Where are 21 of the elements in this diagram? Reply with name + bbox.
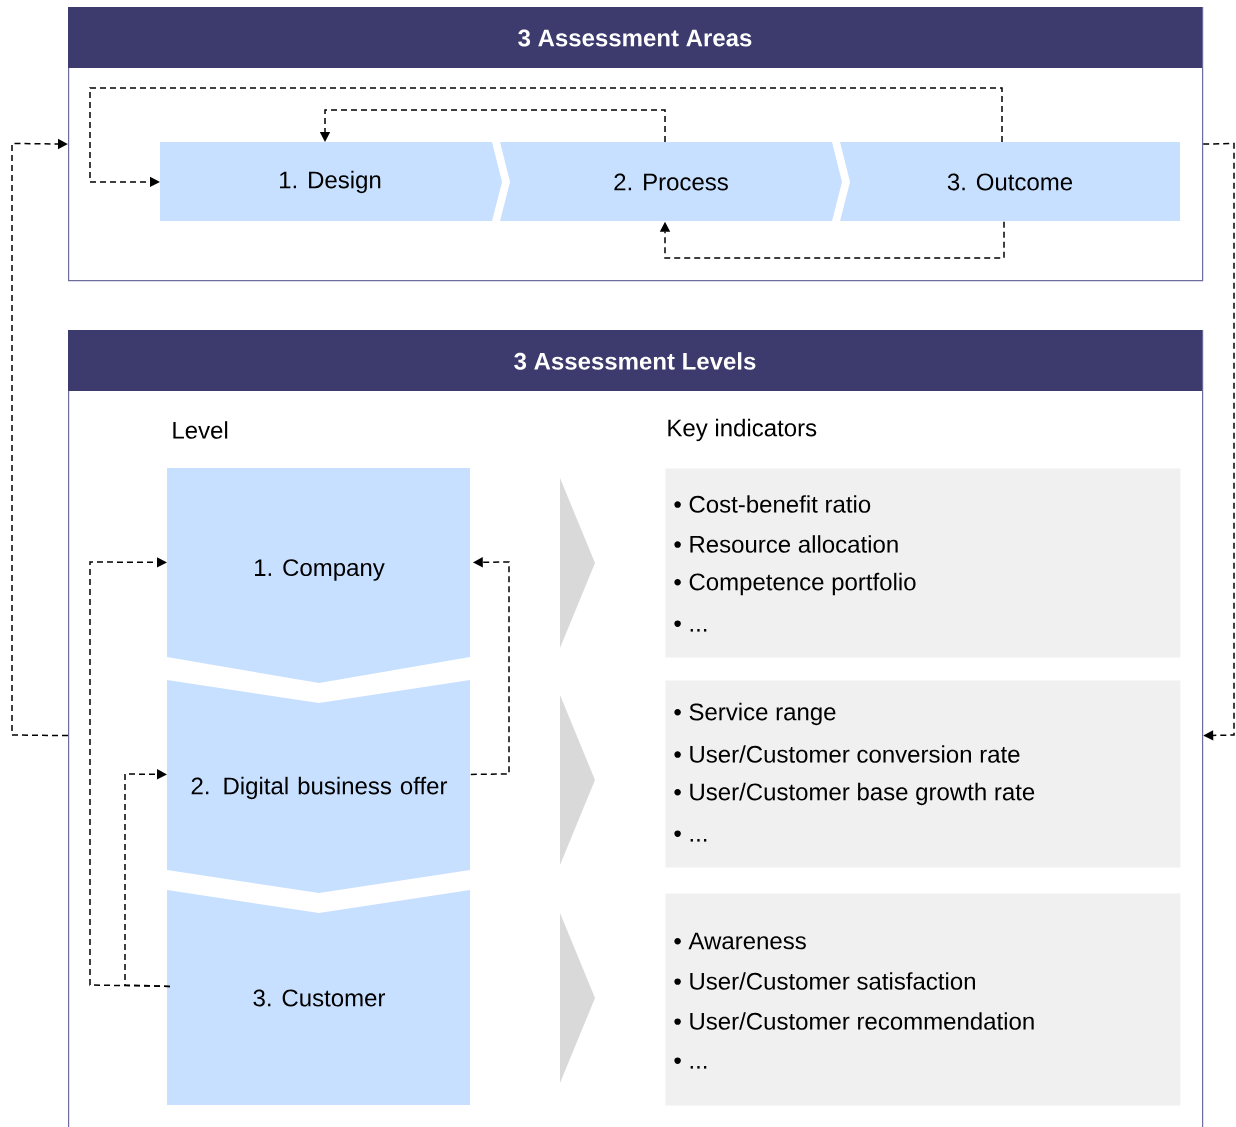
column-heading: Key indicators	[668, 418, 817, 442]
header-bar: 3 Assessment Areas	[68, 7, 1202, 68]
dashed-arrow	[11, 138, 69, 737]
bullet-item: • Competence portfolio	[674, 572, 916, 596]
header-bar: 3 Assessment Levels	[68, 330, 1202, 391]
bullet-item: • ...	[674, 1057, 707, 1069]
bullet-item: • Cost-benefit ratio	[674, 495, 871, 513]
dashed-arrow	[470, 557, 510, 776]
dashed-arrow	[659, 221, 1005, 259]
bullet-item: • User/Customer conversion rate	[674, 745, 1020, 763]
bullet-item: • ...	[674, 620, 707, 632]
column-heading: Level	[173, 421, 228, 439]
bullet-item: • User/Customer recommendation	[674, 1012, 1034, 1030]
dashed-arrow	[1202, 142, 1235, 741]
bullet-item: • Resource allocation	[674, 535, 898, 553]
bullet-item: • ...	[674, 830, 707, 842]
dashed-arrow	[124, 769, 171, 988]
bullet-item: • Service range	[674, 702, 836, 726]
bullet-item: • User/Customer satisfaction	[674, 972, 975, 990]
bullet-item: • Awareness	[674, 932, 806, 950]
bullet-item: • User/Customer base growth rate	[674, 782, 1035, 806]
